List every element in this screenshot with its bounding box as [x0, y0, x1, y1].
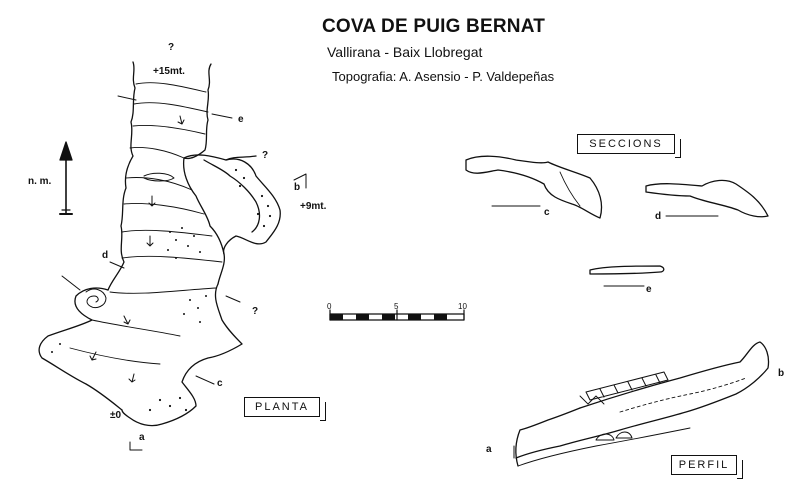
profile-boulders — [595, 431, 633, 441]
profile-lower-outline — [515, 407, 581, 467]
height-top-label: +15mt. — [153, 66, 185, 77]
section-d — [645, 179, 769, 218]
plan-passage-right — [225, 155, 257, 161]
profile-a-label: a — [486, 444, 492, 455]
section-d-plan-label: d — [102, 250, 109, 261]
section-c-plan-label: c — [217, 378, 223, 389]
map-subtitle: Vallirana - Baix Llobregat — [327, 44, 483, 60]
profile-blocks — [585, 371, 669, 401]
section-c-label: c — [544, 207, 550, 218]
map-title: COVA DE PUIG BERNAT — [322, 16, 546, 37]
plan-contour-4 — [129, 147, 185, 159]
plan-wall-upper-right — [182, 63, 226, 285]
plan-shaft-symbol-2 — [143, 172, 175, 182]
plan-arrows — [89, 115, 185, 383]
profile-inner-line — [619, 377, 747, 413]
scale-tick-10: 10 — [458, 302, 467, 311]
plan-contour-11 — [69, 347, 161, 365]
profile-view — [513, 341, 770, 467]
section-e — [589, 265, 665, 287]
section-c — [465, 155, 603, 219]
profile-b-label: b — [778, 368, 785, 379]
section-a-plan-label: a — [139, 432, 145, 443]
plan-contour-1 — [135, 82, 207, 93]
profile-panel-label: PERFIL — [671, 455, 743, 479]
north-label: n. m. — [28, 176, 52, 187]
scale-tick-5: 5 — [394, 302, 399, 311]
scale-bar — [329, 309, 465, 321]
section-e-label: e — [646, 284, 652, 295]
plan-section-cuts — [61, 95, 307, 451]
plan-panel-label: PLANTA — [244, 397, 326, 421]
north-arrow — [59, 141, 73, 215]
profile-floor — [517, 427, 691, 467]
plan-contour-7 — [121, 229, 213, 237]
survey-credit: Topografia: A. Asensio - P. Valdepeñas — [332, 69, 555, 84]
unknown-right-label: ? — [262, 150, 269, 161]
plan-view — [38, 61, 307, 451]
plan-contour-3 — [132, 125, 206, 135]
plan-contour-5 — [125, 177, 193, 191]
plan-contour-6 — [123, 203, 205, 215]
section-b-plan-label: b — [294, 182, 301, 193]
section-e-plan-label: e — [238, 114, 244, 125]
plan-shaft-symbol — [85, 288, 107, 309]
datum-label: ±0 — [110, 410, 122, 421]
plan-contour-10 — [91, 319, 181, 337]
sections-panel-label: SECCIONS — [577, 134, 681, 158]
unknown-lower-label: ? — [252, 306, 259, 317]
plan-wall-lower-right — [121, 283, 243, 427]
plan-loop-inner — [203, 159, 261, 233]
scale-tick-0: 0 — [327, 302, 332, 311]
section-d-label: d — [655, 211, 662, 222]
unknown-top-label: ? — [168, 42, 175, 53]
profile-upper-outline — [515, 341, 770, 459]
plan-wall-lower-left — [38, 287, 123, 411]
plan-loop-chamber — [183, 154, 281, 255]
plan-contour-9 — [109, 287, 217, 294]
plan-stipple — [51, 168, 272, 412]
plan-contour-2 — [133, 102, 209, 113]
plan-wall-upper-left — [107, 61, 136, 291]
plan-contour-8 — [121, 255, 223, 263]
height-right-label: +9mt. — [300, 201, 327, 212]
